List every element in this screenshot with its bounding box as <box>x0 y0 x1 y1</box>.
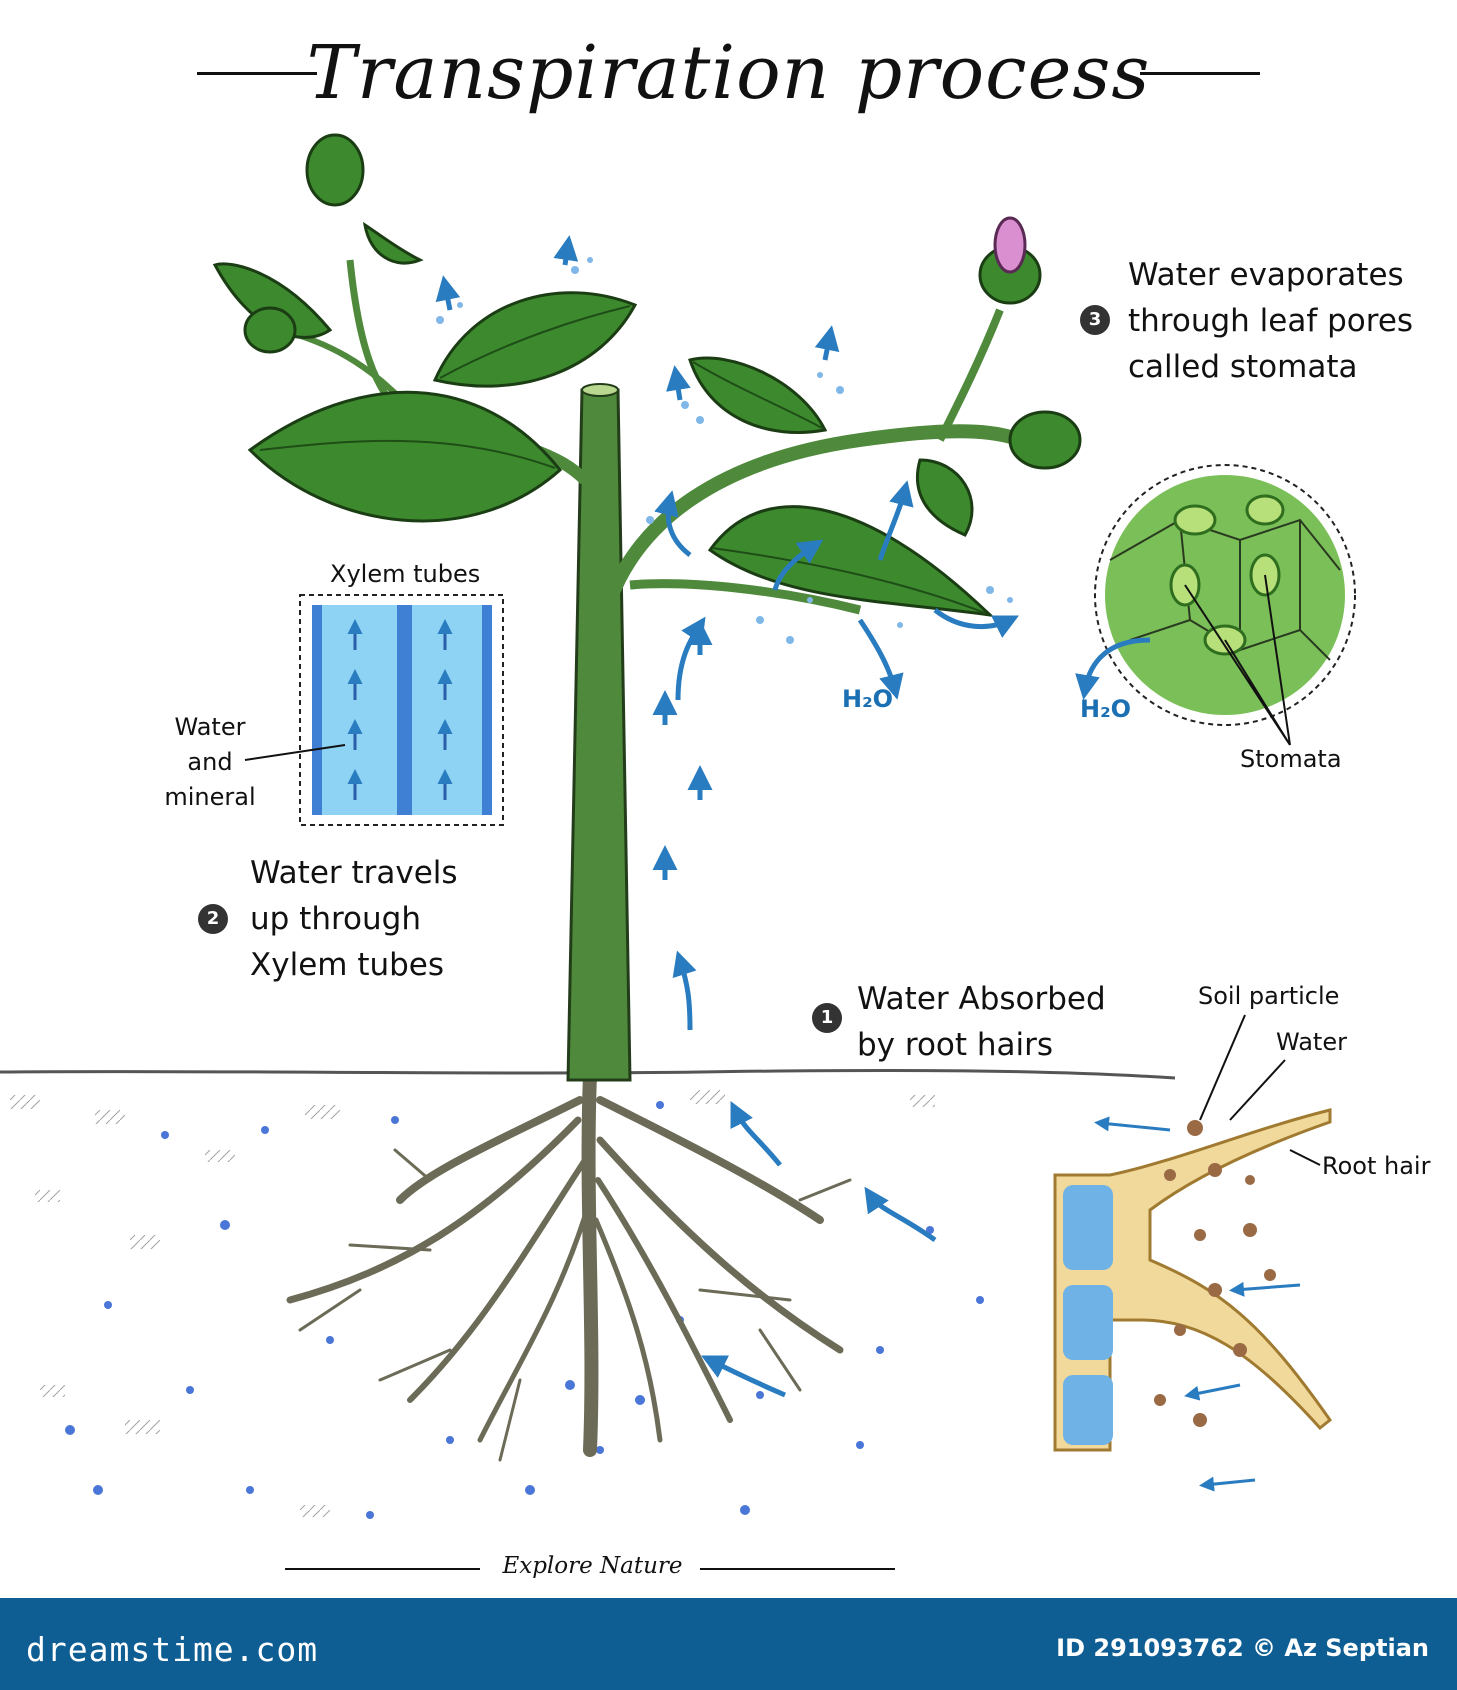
step-1-line-1: Water Absorbed <box>857 981 1106 1017</box>
stomata-inset <box>1094 464 1356 746</box>
xylem-label-pointer <box>244 744 346 761</box>
page-title: Transpiration process <box>306 30 1151 116</box>
xylem-title: Xylem tubes <box>330 560 481 588</box>
root-hair-pointers <box>1199 1014 1321 1166</box>
footer-caption: Explore Nature <box>502 1553 683 1579</box>
xylem-water-label: Water and mineral <box>160 710 260 815</box>
xylem-label-line-3: mineral <box>164 783 256 811</box>
root-hair-inset <box>1053 1108 1333 1452</box>
step-3-text: Water evaporates through leaf pores call… <box>1128 252 1413 390</box>
stem <box>279 259 1042 1082</box>
leaf-veins <box>259 305 986 614</box>
water-label: Water <box>1276 1028 1347 1056</box>
root-hair-soil <box>1154 1120 1276 1427</box>
step-3-line-1: Water evaporates <box>1128 257 1404 293</box>
step-2-badge: 2 <box>198 904 228 934</box>
xylem-inset <box>299 594 504 826</box>
xylem-arrows <box>347 619 453 800</box>
watermark-id: ID 291093762 © Az Septian <box>1056 1634 1429 1662</box>
stomata-label: Stomata <box>1240 745 1342 773</box>
step-3-line-2: through leaf pores <box>1128 303 1414 339</box>
title-rule-right <box>1140 72 1260 75</box>
title-rule-left <box>197 72 317 75</box>
soil-particles <box>65 1101 984 1519</box>
step-1-badge: 1 <box>812 1003 842 1033</box>
ground-line <box>0 1068 1176 1080</box>
water-droplets <box>436 257 1013 644</box>
step-3-line-3: called stomata <box>1128 349 1358 385</box>
h2o-label-stomata: H₂O <box>1080 695 1131 723</box>
watermark-brand: dreamstime.com <box>26 1630 319 1669</box>
root-hair-label: Root hair <box>1322 1152 1431 1180</box>
leaves <box>212 221 995 618</box>
step-1-line-2: by root hairs <box>857 1027 1054 1063</box>
flower-buds <box>243 133 1082 470</box>
soil-hatches <box>10 1090 935 1517</box>
root-hair-arrows <box>1094 1116 1301 1492</box>
xylem-label-line-1: Water <box>174 713 246 741</box>
step-3-badge: 3 <box>1080 305 1110 335</box>
h2o-label-leaf: H₂O <box>842 685 893 713</box>
soil-particle-label: Soil particle <box>1198 982 1340 1010</box>
step-2-line-1: Water travels <box>250 855 458 891</box>
watermark-banner <box>0 1598 1457 1690</box>
step-2-line-3: Xylem tubes <box>250 947 445 983</box>
roots <box>286 1068 852 1462</box>
step-2-text: Water travels up through Xylem tubes <box>250 850 458 988</box>
step-1-text: Water Absorbed by root hairs <box>857 976 1106 1068</box>
stomata-h2o-arrow <box>1075 637 1151 700</box>
water-flow-arrows <box>435 235 1019 1398</box>
step-2-line-2: up through <box>250 901 421 937</box>
xylem-label-line-2: and <box>187 748 233 776</box>
